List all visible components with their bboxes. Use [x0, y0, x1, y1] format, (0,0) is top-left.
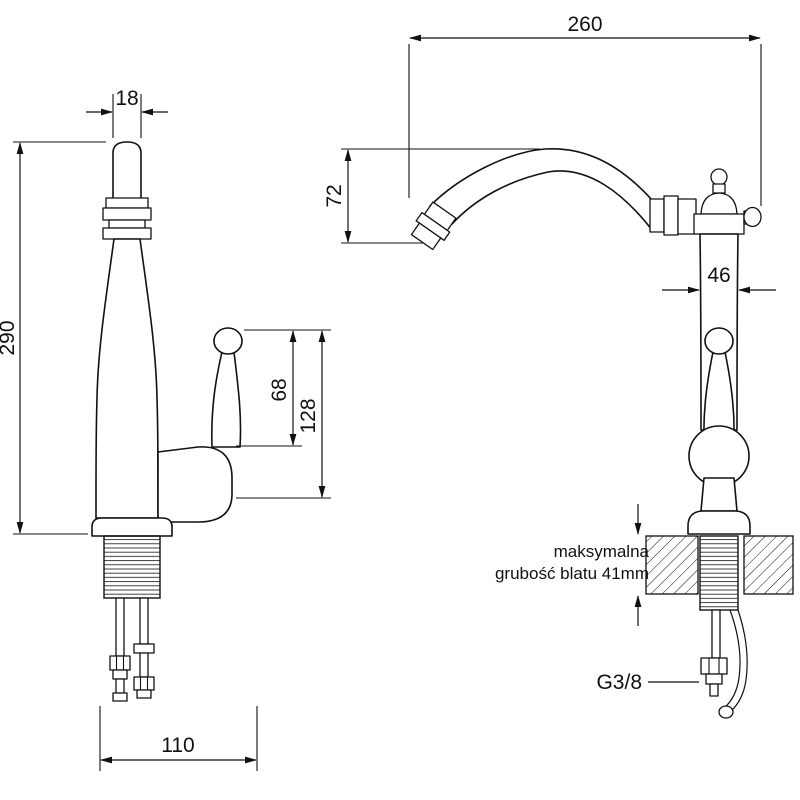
dim-label-128: 128	[297, 398, 320, 433]
dimension-handle-to-base: 128	[236, 330, 331, 499]
front-threaded-shank	[103, 535, 161, 599]
side-base-flange	[687, 510, 751, 535]
front-handle-housing	[157, 446, 233, 523]
side-lower-body	[700, 477, 738, 512]
side-view	[410, 147, 794, 719]
front-view	[91, 141, 243, 702]
front-body	[95, 238, 159, 519]
side-handle-knob	[704, 327, 734, 355]
dimension-body-width: 46	[662, 264, 776, 294]
dim-label-68: 68	[268, 378, 291, 401]
dim-label-110: 110	[161, 734, 194, 757]
supply-hose	[723, 609, 741, 709]
hose-nut	[700, 657, 728, 675]
countertop-note-line1: maksymalna	[554, 542, 650, 561]
front-mounting-hardware	[109, 597, 155, 702]
front-handle-stem	[211, 351, 242, 448]
side-top-finial	[710, 168, 728, 186]
side-threaded-shank	[699, 535, 739, 611]
dim-label-260: 260	[567, 13, 602, 36]
side-spout-connector-rings	[649, 195, 697, 236]
front-collar	[102, 197, 152, 240]
dim-label-290: 290	[0, 320, 19, 355]
side-spout-outlet	[410, 201, 457, 251]
countertop-right	[743, 535, 794, 595]
countertop-left	[645, 535, 699, 595]
side-cap-band	[693, 213, 745, 235]
dimension-base-depth: 110	[99, 706, 258, 771]
dim-label-46: 46	[707, 264, 730, 287]
side-mounting-hardware	[700, 609, 748, 719]
thread-label: G3/8	[596, 671, 642, 694]
dimension-spout-reach: 260	[408, 13, 762, 206]
countertop-thickness-note: maksymalna grubość blatu 41mm	[495, 504, 650, 626]
side-knob-right	[743, 206, 762, 228]
front-view-dimensions: 18 290 68 128 110	[0, 87, 331, 771]
thread-callout: G3/8	[596, 671, 699, 694]
side-spout-tube	[429, 147, 653, 231]
dimension-spout-width: 18	[86, 87, 168, 138]
side-top-dome	[700, 192, 738, 215]
dimension-spout-drop: 72	[323, 148, 540, 244]
front-spout-pipe	[112, 141, 142, 198]
dimension-handle-to-body: 68	[236, 329, 331, 447]
dimension-total-height: 290	[0, 141, 106, 535]
side-body-sphere	[688, 425, 750, 487]
side-view-dimensions: 260 72 46 maksymalna grubość blatu 41mm …	[323, 13, 776, 694]
front-handle-knob	[213, 327, 243, 355]
dim-label-72: 72	[323, 184, 346, 207]
front-base-flange	[91, 517, 173, 537]
dim-label-18: 18	[115, 87, 138, 110]
countertop-note-line2: grubość blatu 41mm	[495, 564, 649, 583]
